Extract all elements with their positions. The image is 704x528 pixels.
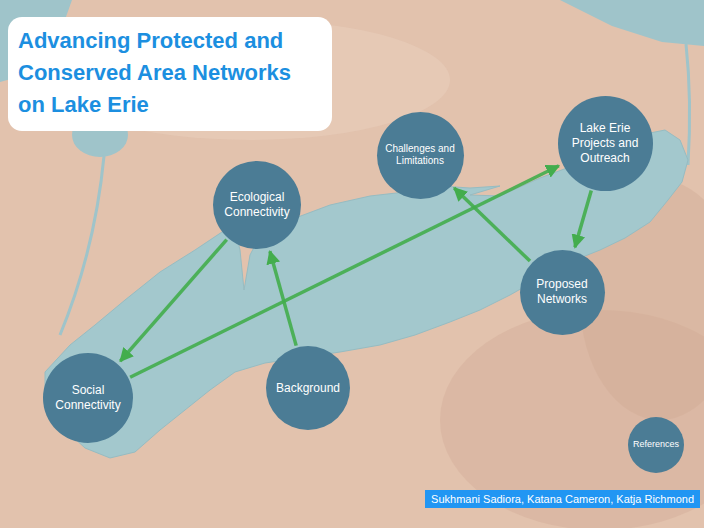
topic-circle: Lake Erie Projects and Outreach <box>558 96 653 191</box>
topic-circle: Social Connectivity <box>43 353 133 443</box>
title: Advancing Protected and Conserved Area N… <box>18 25 318 121</box>
topic-label: References <box>633 439 679 450</box>
topic-circle: Ecological Connectivity <box>213 161 301 249</box>
topic-circle: References <box>628 417 684 473</box>
flow-arrow <box>120 240 226 362</box>
topic-circle: Background <box>266 346 350 430</box>
flow-arrow <box>454 188 530 261</box>
flow-arrow <box>130 166 559 377</box>
topic-label: Proposed Networks <box>527 277 597 307</box>
topic-label: Challenges and Limitations <box>383 143 457 168</box>
author-credit: Sukhmani Sadiora, Katana Cameron, Katja … <box>425 490 700 508</box>
flow-arrow <box>575 191 591 248</box>
topic-circle: Challenges and Limitations <box>377 112 464 199</box>
niagara-river <box>686 44 690 165</box>
lake-ontario <box>560 0 704 46</box>
title-box: Advancing Protected and Conserved Area N… <box>8 17 332 131</box>
topic-label: Social Connectivity <box>50 383 126 413</box>
topic-circle: Proposed Networks <box>520 250 605 335</box>
topic-label: Background <box>276 381 340 396</box>
topic-label: Ecological Connectivity <box>220 190 294 220</box>
topic-label: Lake Erie Projects and Outreach <box>568 121 642 166</box>
